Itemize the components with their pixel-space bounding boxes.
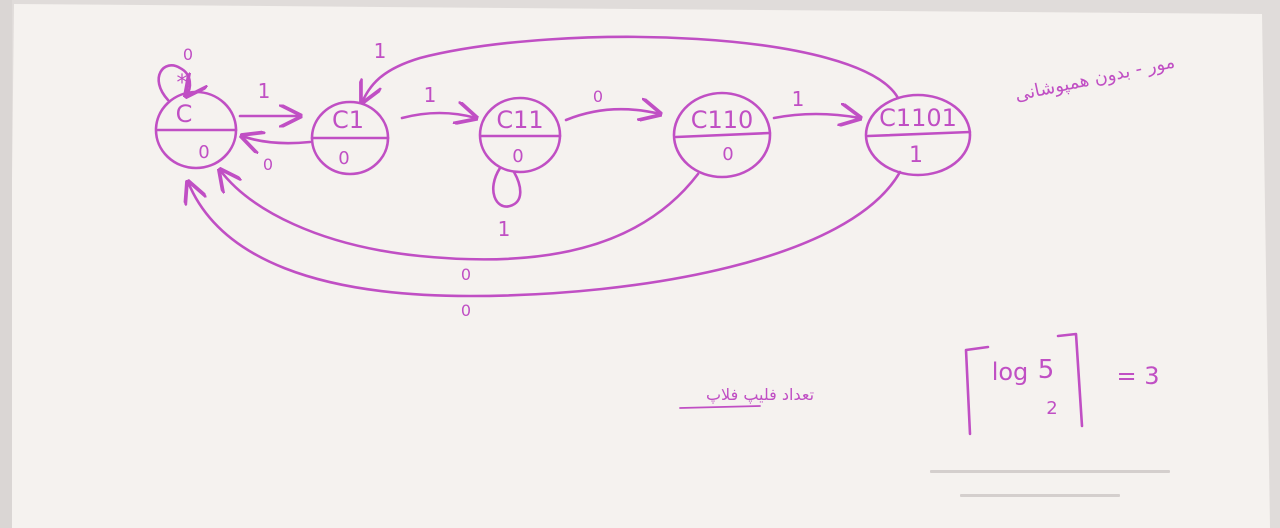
label-s2-self: 1: [498, 217, 511, 241]
state-s1: [310, 100, 390, 176]
formula-arg: 5: [1038, 355, 1055, 385]
formula-fn: log: [992, 358, 1029, 386]
state-s4-name: C1101: [879, 104, 957, 132]
state-s1-name: C1: [332, 106, 364, 134]
state-s3-output: 0: [722, 144, 733, 165]
edge-s1-s2: [400, 113, 476, 118]
edge-s4-s1: [362, 35, 900, 102]
ceiling-bracket-left: [964, 345, 990, 436]
state-s2: [478, 96, 562, 174]
label-s4-s0: 0: [461, 301, 471, 320]
state-s2-name: C11: [496, 106, 543, 134]
note-bottom-left: تعداد فلیپ فلاپ: [706, 385, 814, 405]
state-s0-name: C: [176, 100, 193, 128]
label-s4-s1: 1: [374, 39, 387, 63]
note-underline: [679, 405, 761, 409]
show-through-text: [930, 470, 1170, 497]
label-s0-self: 0: [183, 45, 193, 64]
formula-result: = 3: [1116, 362, 1159, 390]
edge-s1-s0: [242, 136, 312, 143]
formula-base: 2: [1046, 398, 1057, 419]
paper-sheet: [8, 4, 1270, 528]
edge-s2-s3: [564, 109, 660, 120]
state-s3: [672, 91, 772, 179]
edge-s3-s0: [220, 170, 700, 261]
label-s3-s4: 1: [792, 87, 805, 111]
state-s2-output: 0: [512, 146, 523, 167]
state-s1-output: 0: [338, 148, 349, 169]
state-s0-output: 0: [198, 142, 209, 163]
label-s1-s0: 0: [263, 155, 273, 174]
label-s1-s2: 1: [424, 83, 437, 107]
edge-s4-s0: [188, 170, 902, 298]
paper-edge-left: [0, 0, 12, 528]
state-s4-output: 1: [909, 143, 923, 168]
edge-s0-self: [157, 64, 190, 102]
edge-s3-s4: [772, 114, 860, 118]
label-s3-s0: 0: [461, 265, 471, 284]
label-s2-s3: 0: [593, 87, 603, 106]
edge-s2-self: [492, 166, 522, 208]
state-s4: [864, 93, 972, 177]
ceiling-bracket-right: [1056, 332, 1084, 428]
label-s0-s1: 1: [258, 79, 271, 103]
start-marker: *: [177, 71, 188, 96]
state-s3-name: C110: [691, 106, 754, 134]
